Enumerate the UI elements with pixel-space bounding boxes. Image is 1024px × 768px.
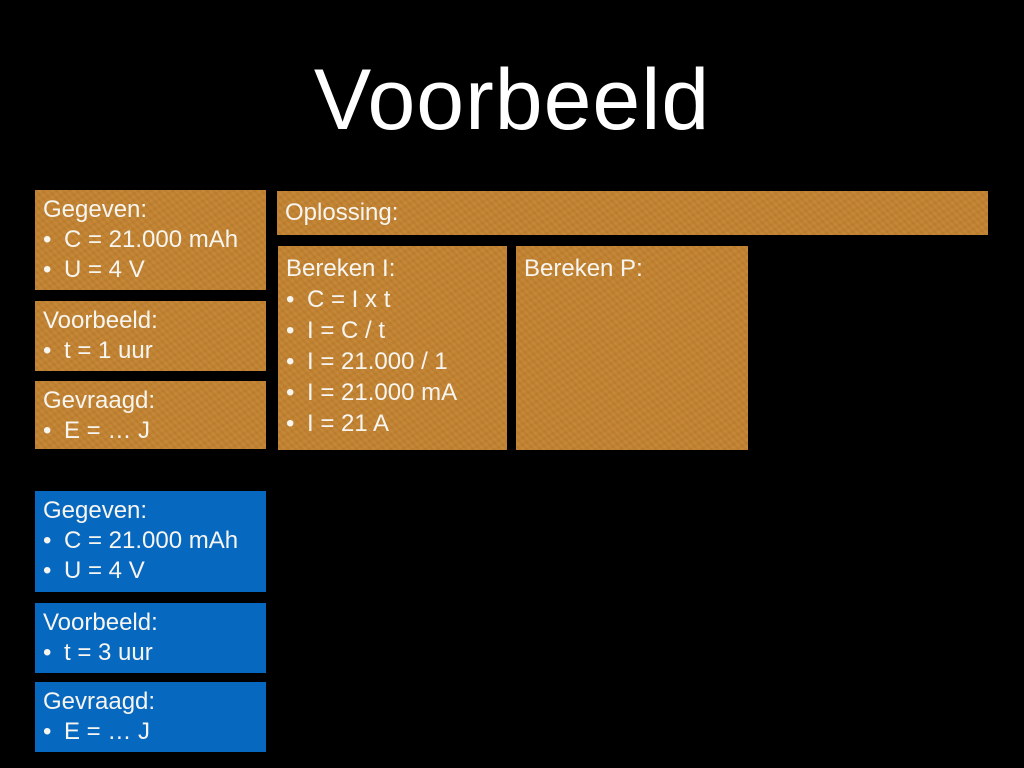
oplossing-header-bar: Oplossing: xyxy=(277,191,988,235)
page-title: Voorbeeld xyxy=(313,52,711,148)
list-item-text: U = 4 V xyxy=(64,256,145,283)
bullet-icon: • xyxy=(286,286,295,313)
bullet-icon: • xyxy=(43,527,52,554)
bullet-icon: • xyxy=(43,718,52,745)
bereken-i-box: Bereken I: • C = I x t • I = C / t • I =… xyxy=(278,246,507,450)
gegeven-box-orange: Gegeven: • C = 21.000 mAh • U = 4 V xyxy=(35,190,266,290)
list-item: • C = I x t xyxy=(278,284,507,315)
bullet-icon: • xyxy=(43,256,52,283)
bullet-icon: • xyxy=(286,410,295,437)
list-item: • C = 21.000 mAh xyxy=(35,225,266,255)
list-item: • C = 21.000 mAh xyxy=(35,526,266,556)
gevraagd-box-blue: Gevraagd: • E = … J xyxy=(35,682,266,752)
list-item-text: I = 21 A xyxy=(307,410,390,437)
voorbeeld-box-orange: Voorbeeld: • t = 1 uur xyxy=(35,301,266,371)
box-heading: Gevraagd: xyxy=(43,688,156,715)
list-item-text: C = 21.000 mAh xyxy=(64,527,239,554)
gevraagd-box-orange: Gevraagd: • E = … J xyxy=(35,381,266,449)
bullet-icon: • xyxy=(286,317,295,344)
bullet-icon: • xyxy=(43,639,52,666)
gegeven-box-blue: Gegeven: • C = 21.000 mAh • U = 4 V xyxy=(35,491,266,592)
list-item: • t = 1 uur xyxy=(35,336,266,366)
list-item-text: t = 3 uur xyxy=(64,639,153,666)
box-heading: Gevraagd: xyxy=(43,387,156,414)
list-item: • I = 21.000 / 1 xyxy=(278,346,507,377)
list-item-text: t = 1 uur xyxy=(64,337,153,364)
list-item: • E = … J xyxy=(35,416,266,446)
list-item-text: E = … J xyxy=(64,417,151,444)
bullet-icon: • xyxy=(43,337,52,364)
list-item-text: E = … J xyxy=(64,718,151,745)
box-heading: Voorbeeld: xyxy=(43,307,158,334)
box-heading: Oplossing: xyxy=(285,199,399,226)
bullet-icon: • xyxy=(286,379,295,406)
bereken-p-box: Bereken P: xyxy=(516,246,748,450)
list-item-text: U = 4 V xyxy=(64,557,145,584)
list-item-text: I = C / t xyxy=(307,317,386,344)
list-item: • U = 4 V xyxy=(35,556,266,586)
box-heading: Gegeven: xyxy=(43,196,148,223)
list-item: • E = … J xyxy=(35,717,266,747)
list-item: • t = 3 uur xyxy=(35,638,266,668)
box-heading: Bereken P: xyxy=(524,255,643,282)
list-item-text: C = I x t xyxy=(307,286,391,313)
list-item: • I = C / t xyxy=(278,315,507,346)
list-item: • I = 21.000 mA xyxy=(278,377,507,408)
bullet-icon: • xyxy=(43,417,52,444)
box-heading: Gegeven: xyxy=(43,497,148,524)
list-item: • I = 21 A xyxy=(278,408,507,439)
voorbeeld-box-blue: Voorbeeld: • t = 3 uur xyxy=(35,603,266,673)
list-item-text: I = 21.000 mA xyxy=(307,379,458,406)
box-heading: Voorbeeld: xyxy=(43,609,158,636)
bullet-icon: • xyxy=(43,226,52,253)
list-item-text: I = 21.000 / 1 xyxy=(307,348,448,375)
box-heading: Bereken I: xyxy=(286,255,396,282)
bullet-icon: • xyxy=(43,557,52,584)
list-item: • U = 4 V xyxy=(35,255,266,285)
list-item-text: C = 21.000 mAh xyxy=(64,226,239,253)
bullet-icon: • xyxy=(286,348,295,375)
